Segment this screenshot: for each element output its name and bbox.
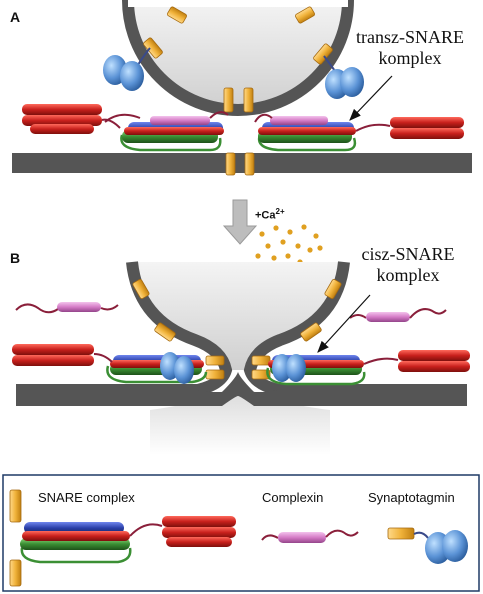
- legend-synaptotagmin-label: Synaptotagmin: [368, 490, 455, 505]
- synaptotagmin-a-left: [103, 47, 151, 91]
- trans-snare-callout: transz-SNARE komplex: [345, 27, 475, 69]
- snare-complex-a-right: [254, 113, 357, 152]
- fusion-pore-outside: [150, 378, 330, 455]
- vesicle-a: [121, 0, 355, 116]
- panel-label-a: A: [10, 9, 21, 25]
- legend-box: [2, 474, 480, 592]
- legend-complexin-icon: [261, 529, 359, 543]
- complexin-b-right: [349, 308, 447, 322]
- habc-domain-b-right: [363, 350, 470, 372]
- calcium-charge: 2+: [275, 207, 285, 216]
- panel-b: [12, 261, 470, 455]
- panel-a: [12, 0, 472, 176]
- legend-synaptotagmin-icon: [387, 527, 468, 564]
- habc-domain-b-left: [12, 344, 113, 366]
- plasma-membrane-a: [12, 153, 472, 173]
- snare-complex-b-left: [106, 352, 208, 384]
- complexin-b-left: [15, 302, 119, 314]
- panel-label-b: B: [10, 250, 21, 266]
- legend-snare-icon: [9, 489, 236, 587]
- habc-domain-a-right: [355, 117, 464, 139]
- vesicle-b: [132, 262, 344, 370]
- trans-snare-callout-line: [349, 75, 393, 121]
- trans-snare-line2: komplex: [378, 48, 442, 68]
- legend-complexin-label: Complexin: [262, 490, 324, 505]
- synaptotagmin-a-right: [323, 55, 364, 99]
- habc-domain-a-left: [22, 104, 121, 134]
- down-arrow: [222, 199, 258, 245]
- cis-snare-line1: cisz-SNARE: [361, 244, 455, 264]
- legend-snare-label: SNARE complex: [38, 490, 135, 505]
- trans-snare-line1: transz-SNARE: [356, 27, 464, 47]
- cis-snare-callout-line: [317, 294, 371, 353]
- tm-segments-b: [132, 279, 342, 380]
- cis-snare-line2: komplex: [376, 265, 440, 285]
- calcium-prefix: +Ca: [255, 209, 276, 222]
- calcium-label: +Ca2+: [255, 207, 285, 222]
- tm-segments-a: [143, 6, 333, 176]
- snare-complex-b-right: [266, 354, 366, 386]
- snare-complex-a-left: [104, 111, 229, 152]
- cis-snare-callout: cisz-SNARE komplex: [348, 244, 468, 286]
